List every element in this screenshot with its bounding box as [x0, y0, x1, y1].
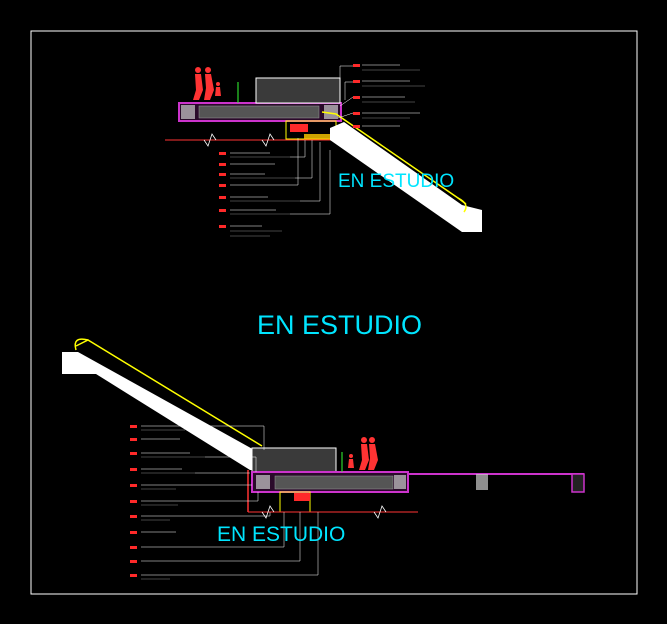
lower-escalator-truss [62, 352, 268, 470]
upper-caption: EN ESTUDIO [338, 171, 455, 192]
upper-pit-red [290, 124, 308, 132]
lower-floor-pad [476, 474, 488, 490]
lower-ground-break-2 [373, 505, 387, 519]
lower-floor-end [571, 473, 585, 493]
lower-slab-fill [274, 475, 394, 490]
upper-handrail-end [457, 197, 467, 213]
upper-escalator-truss [330, 122, 482, 232]
lower-ground-break-1 [261, 505, 275, 519]
upper-slab-hatch-right [324, 105, 338, 119]
lower-slab-hatch-right [394, 475, 406, 489]
upper-figures [193, 67, 221, 100]
center-caption: EN ESTUDIO [257, 310, 423, 340]
lower-pit-red [294, 493, 310, 501]
upper-ground-break-2 [261, 133, 275, 147]
upper-ground-break-1 [203, 133, 217, 147]
lower-handrail-end [74, 338, 89, 351]
upper-pit-base [304, 134, 340, 140]
upper-right-annotations [337, 64, 425, 128]
lower-left-annotations [130, 425, 319, 580]
upper-top-block [255, 77, 341, 104]
lower-figures [348, 437, 378, 470]
lower-caption: EN ESTUDIO [217, 523, 346, 546]
drawing-frame [30, 30, 638, 595]
upper-section [165, 64, 482, 237]
lower-slab-hatch-left [256, 475, 270, 489]
upper-left-annotations [219, 138, 331, 237]
lower-top-block [251, 447, 337, 473]
upper-slab-fill [198, 105, 320, 119]
upper-slab-hatch-left [181, 105, 195, 119]
lower-section [62, 338, 585, 580]
